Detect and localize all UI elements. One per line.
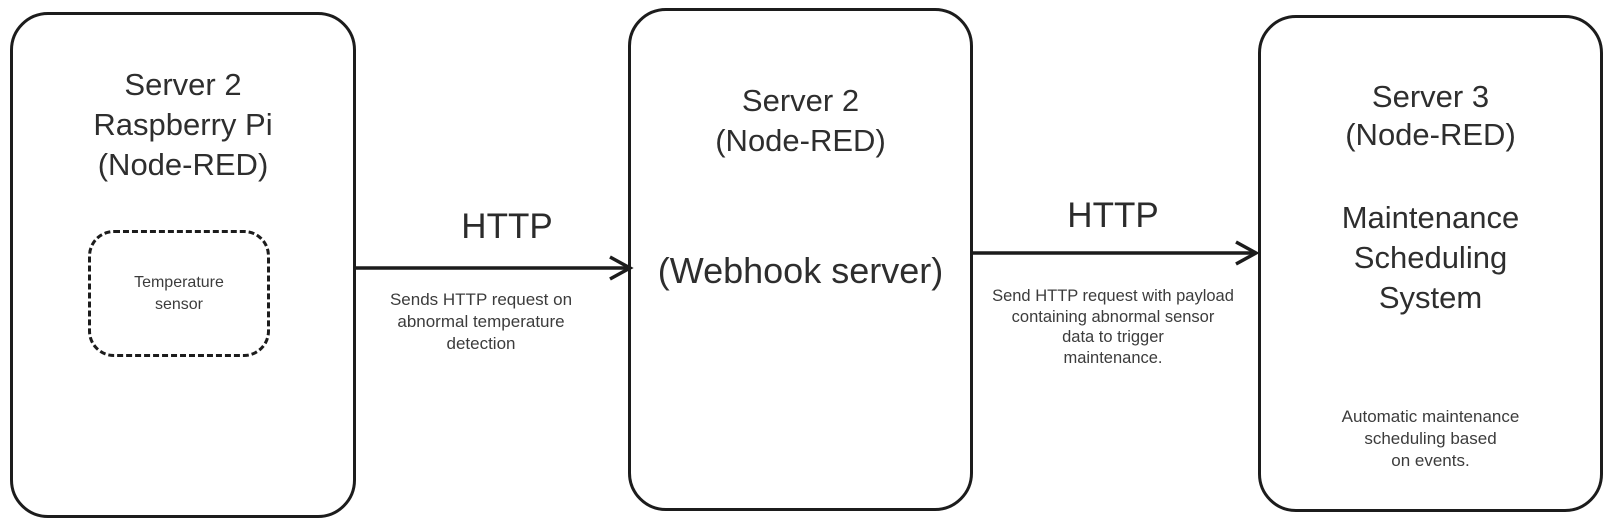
sensor-label-line: Temperature xyxy=(134,273,224,291)
note-line: on events. xyxy=(1391,451,1470,470)
edge1-description: Sends HTTP request on abnormal temperatu… xyxy=(351,289,611,355)
edge1-desc-line: abnormal temperature xyxy=(397,312,565,331)
sensor-label-line: sensor xyxy=(154,295,204,313)
node-subtitle: (Webhook server) xyxy=(657,250,944,291)
edge2-desc-line: containing abnormal sensor xyxy=(1011,307,1215,326)
note-line: Automatic maintenance xyxy=(1341,407,1520,426)
node-title: Server 2 (Node-RED) xyxy=(631,81,970,161)
node-note: Automatic maintenance scheduling based o… xyxy=(1261,406,1600,472)
title-line: Server 2 xyxy=(741,83,860,118)
edge1-desc-line: detection xyxy=(446,334,516,353)
note-line: scheduling based xyxy=(1364,429,1497,448)
title-line: (Node-RED) xyxy=(715,123,886,158)
node-temperature-sensor: Temperature sensor xyxy=(88,230,270,357)
node-server2-raspberry-pi: Server 2 Raspberry Pi (Node-RED) Tempera… xyxy=(10,12,356,518)
system-line: Maintenance xyxy=(1341,200,1520,235)
node-server3-maintenance: Server 3 (Node-RED) Maintenance Scheduli… xyxy=(1258,15,1603,512)
system-line: Scheduling xyxy=(1353,240,1508,275)
node-system-name: Maintenance Scheduling System xyxy=(1261,198,1600,318)
title-line: Server 2 xyxy=(124,67,242,102)
edge1-desc-line: Sends HTTP request on xyxy=(389,290,573,309)
title-line: (Node-RED) xyxy=(1345,117,1516,152)
edge2-desc-line: maintenance. xyxy=(1063,348,1163,367)
edge2-label: HTTP xyxy=(1067,196,1159,235)
node-server2-webhook: Server 2 (Node-RED) (Webhook server) xyxy=(628,8,973,511)
node-title: Server 2 Raspberry Pi (Node-RED) xyxy=(13,65,353,185)
title-line: Server 3 xyxy=(1371,79,1490,114)
title-line: Raspberry Pi xyxy=(93,107,273,142)
edge2-arrow-icon xyxy=(973,240,1260,266)
node-title: Server 3 (Node-RED) xyxy=(1261,78,1600,154)
title-line: (Node-RED) xyxy=(97,147,269,182)
system-line: System xyxy=(1378,280,1483,315)
edge2-desc-line: data to trigger xyxy=(1062,328,1164,346)
edge1-label: HTTP xyxy=(461,207,553,246)
edge1-arrow-icon xyxy=(356,255,634,281)
edge2-desc-line: Send HTTP request with payload xyxy=(992,287,1234,305)
edge2-description: Send HTTP request with payload containin… xyxy=(963,286,1263,368)
